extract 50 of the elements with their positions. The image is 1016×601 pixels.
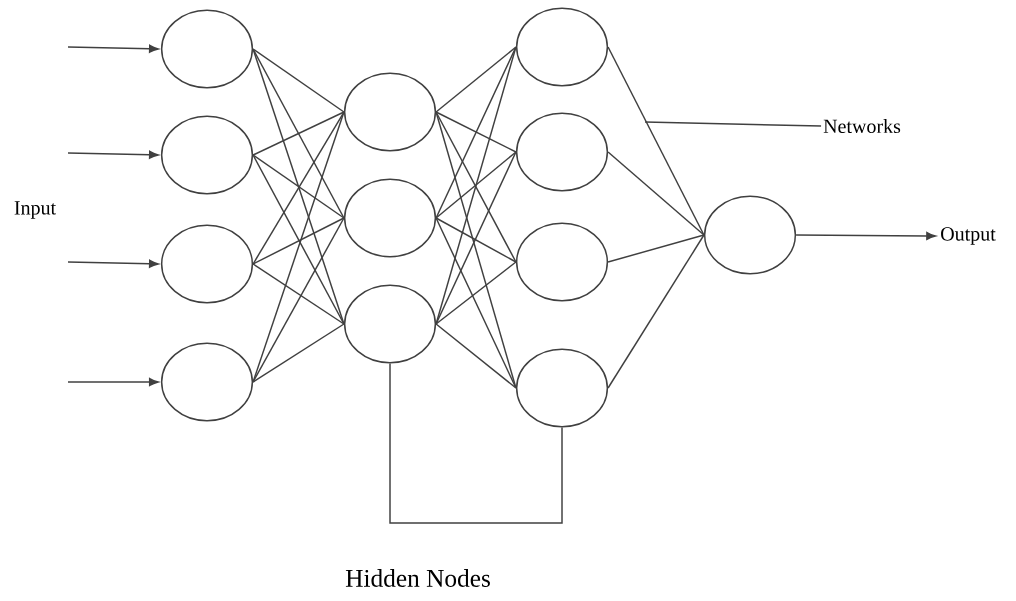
connection-line [252,323,345,383]
neuron-circle [515,222,609,302]
connection-line [607,151,705,236]
connection-line [252,48,345,113]
connection-line [607,46,705,236]
connection-line [435,111,517,153]
neuron-circle [515,7,609,87]
arrow [67,377,159,387]
leader-line [644,121,822,127]
connection-line [252,154,345,219]
neuron-circle [343,284,437,364]
arrow [67,44,159,53]
connection-line [435,151,517,219]
neuron-circle [343,72,437,152]
connection-line [435,261,517,325]
connection-line [607,234,705,389]
connection-line [435,217,517,263]
text-label: Input [14,201,56,219]
arrow [795,231,936,241]
connection-line [252,111,345,265]
connection-line [435,111,517,389]
connection-line [435,323,517,389]
neuron-circle [160,224,254,304]
text-label: Hidden Nodes [345,569,490,587]
node-label: Output [941,227,996,245]
neuron-circle [703,195,797,275]
connection-line [252,217,345,265]
arrow [67,150,159,159]
neuron-circle [160,115,254,195]
connection-line [435,46,517,113]
connection-line [252,217,345,383]
neuron-circle [160,9,254,89]
connection-line [435,46,517,219]
feedback-line [389,362,563,524]
node-label: Networks [823,119,901,134]
connection-line [607,234,705,263]
connection-line [252,154,345,325]
connection-line [252,48,345,219]
connection-line [435,217,517,389]
neuron-circle [160,342,254,422]
connection-line [435,151,517,325]
neuron-circle [515,112,609,192]
connection-line [252,111,345,383]
neuron-circle [515,348,609,428]
connection-line [252,48,345,325]
neuron-circle [343,178,437,258]
connection-line [435,111,517,263]
arrow [67,259,159,268]
connection-line [252,263,345,325]
connection-line [252,111,345,156]
